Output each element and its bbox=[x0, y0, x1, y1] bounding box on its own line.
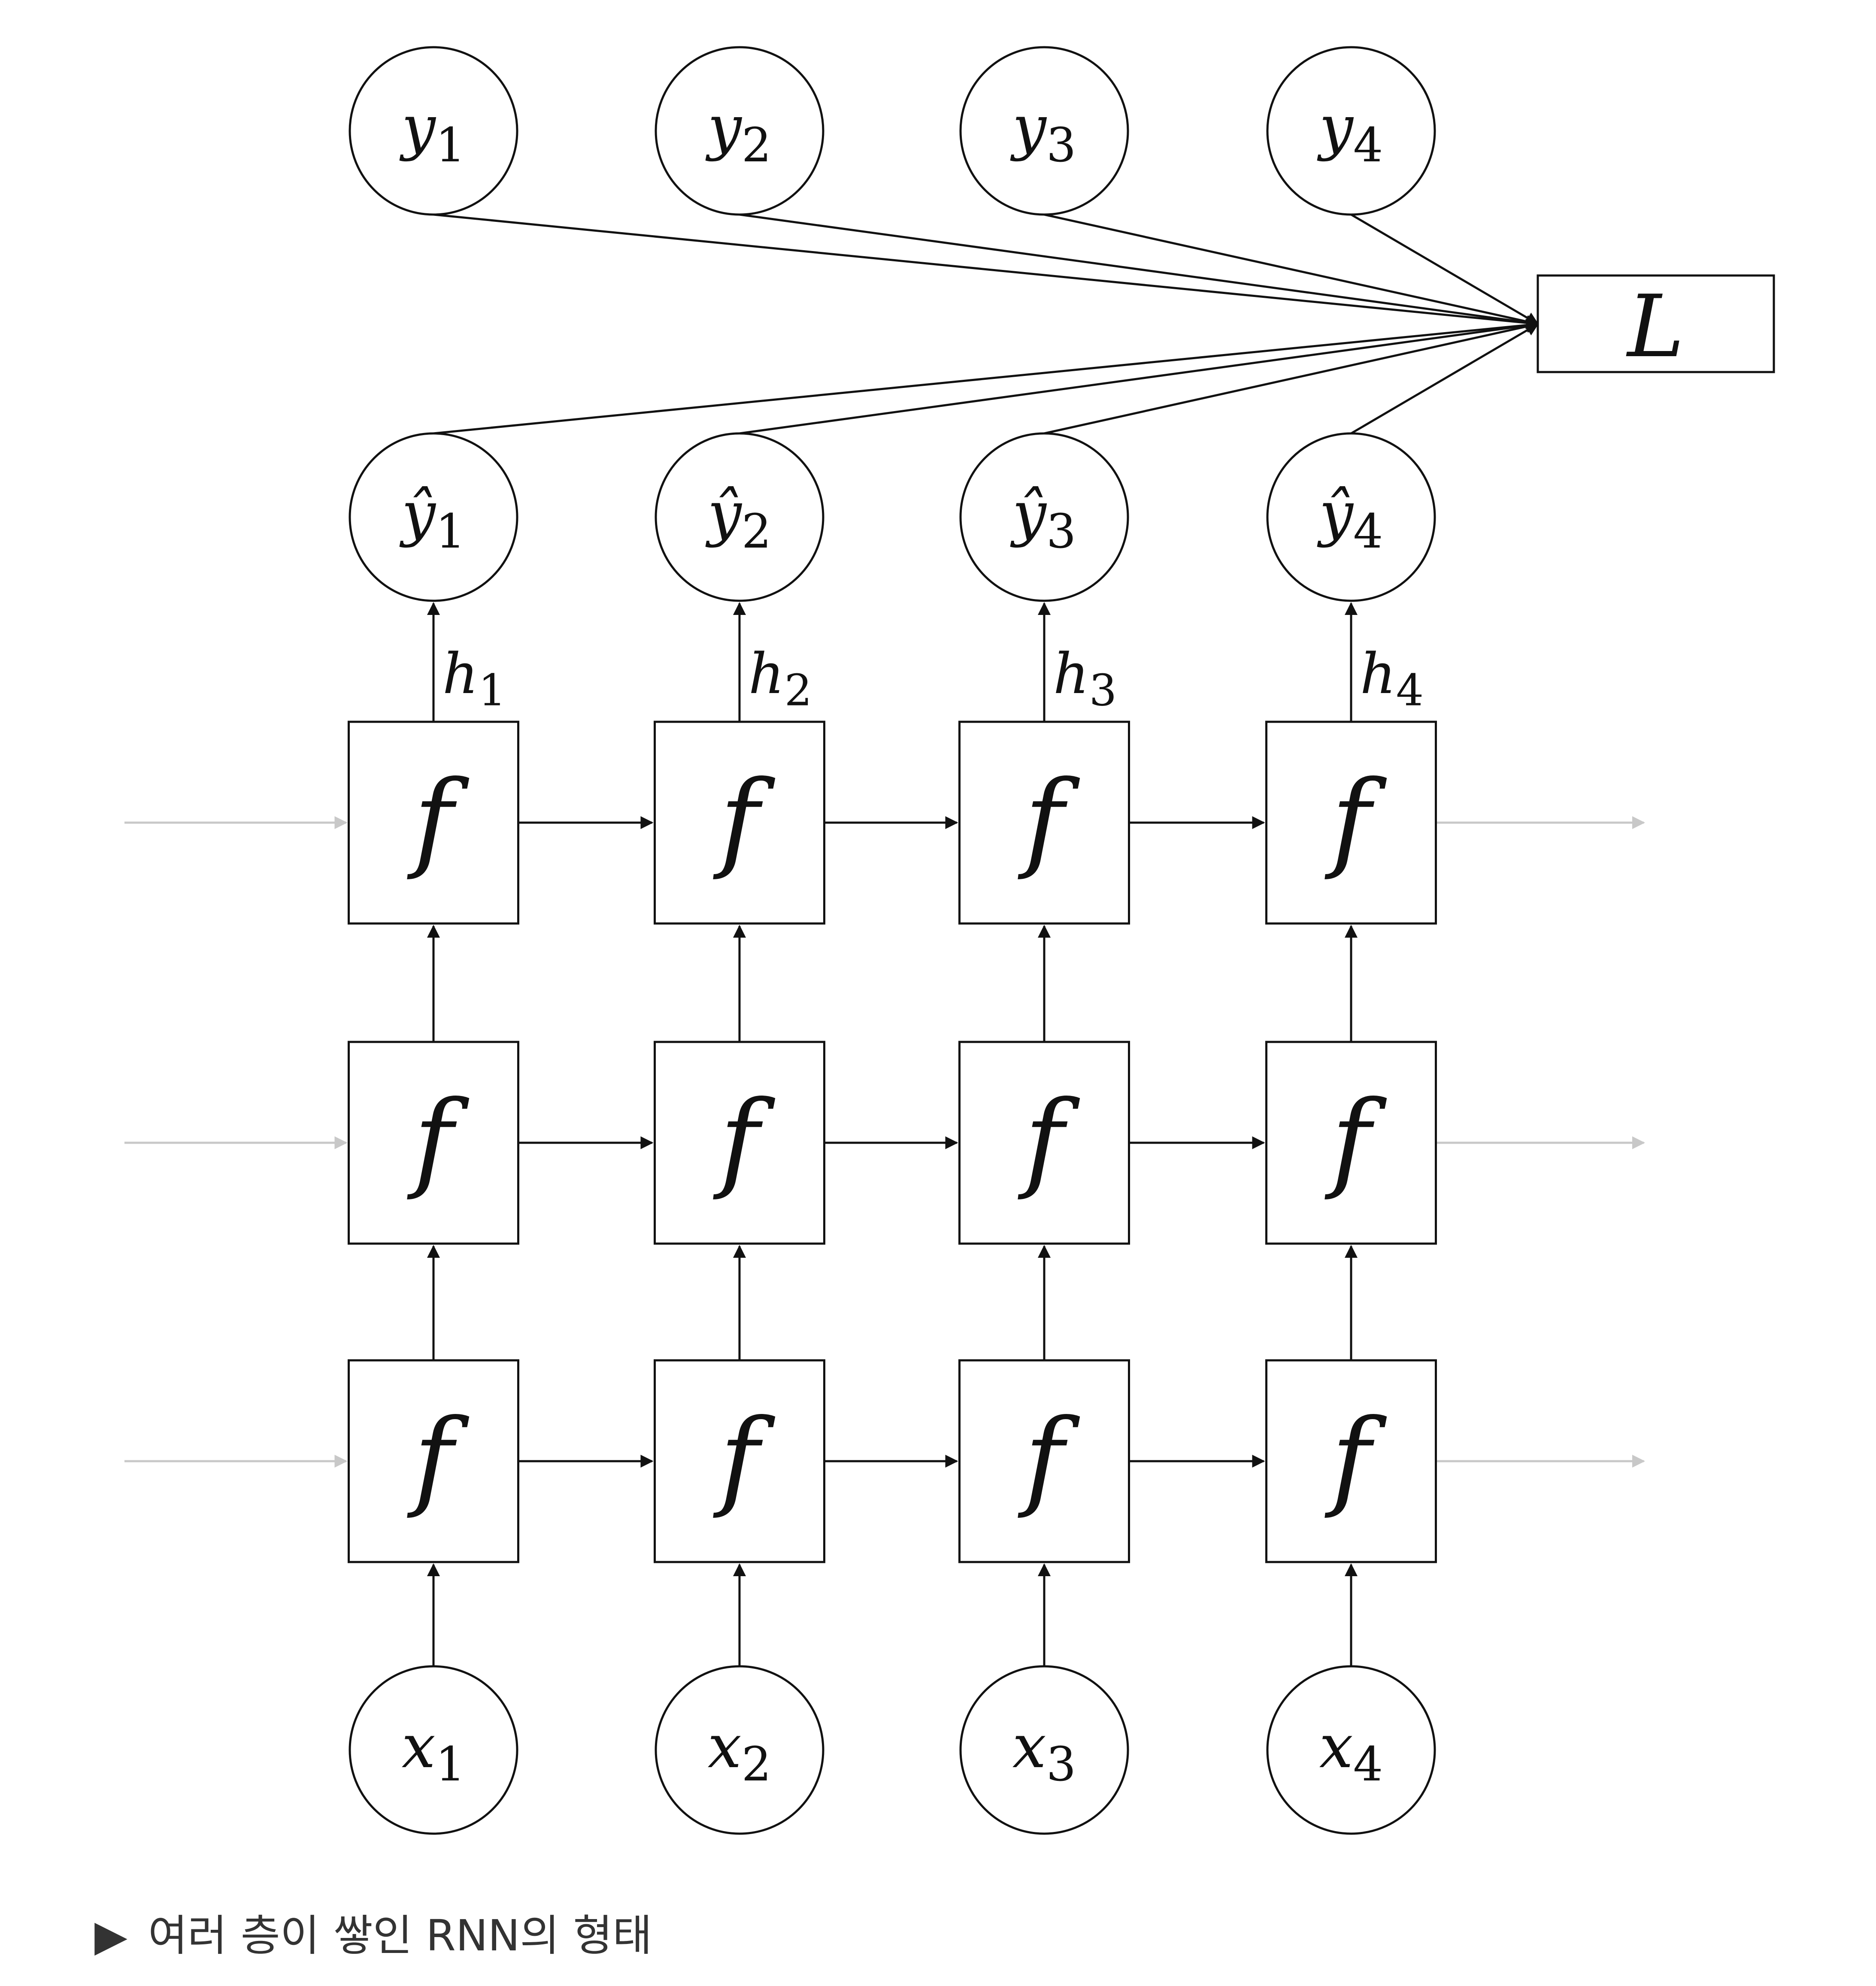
target-label-3: y3 bbox=[1010, 93, 1076, 173]
target-node-3: y3 bbox=[959, 46, 1129, 216]
target-label-1-subscript: 1 bbox=[436, 118, 465, 173]
rnn-cell-layer-3-step-1: f bbox=[348, 1359, 519, 1563]
input-label-4-base: x bbox=[1319, 1712, 1353, 1782]
prediction-label-1: ŷ1 bbox=[399, 479, 466, 559]
hidden-state-label-2-base: h bbox=[749, 641, 785, 706]
rnn-cell-layer-3-step-3: f bbox=[958, 1359, 1130, 1563]
target-label-2-subscript: 2 bbox=[742, 118, 771, 173]
prediction-label-4: ŷ4 bbox=[1317, 479, 1383, 559]
rnn-cell-layer-1-step-4: f bbox=[1265, 721, 1437, 925]
hidden-state-label-4: h4 bbox=[1360, 641, 1424, 716]
input-label-4-subscript: 4 bbox=[1353, 1737, 1383, 1792]
target-to-loss-edge-3 bbox=[1044, 213, 1539, 328]
rnn-cell-layer-2-step-4: f bbox=[1265, 1041, 1437, 1245]
hidden-state-label-1-subscript: 1 bbox=[479, 665, 506, 716]
hidden-state-label-1-base: h bbox=[442, 641, 479, 706]
input-label-3-subscript: 3 bbox=[1046, 1737, 1076, 1792]
target-to-loss-edge-1 bbox=[433, 213, 1539, 330]
prediction-label-4-base: ŷ bbox=[1317, 479, 1354, 549]
rnn-cell-layer-3-step-2: f bbox=[654, 1359, 825, 1563]
prediction-to-loss-edge-4 bbox=[1350, 323, 1539, 435]
caption-marker-icon: ▶ bbox=[94, 1910, 127, 1961]
rnn-cell-layer-1-step-2: f bbox=[654, 721, 825, 925]
prediction-label-2-subscript: 2 bbox=[742, 504, 771, 559]
hidden-state-label-3-base: h bbox=[1053, 641, 1089, 706]
input-label-1: x1 bbox=[402, 1712, 465, 1792]
prediction-label-4-subscript: 4 bbox=[1353, 504, 1383, 559]
prediction-label-1-base: ŷ bbox=[399, 479, 436, 549]
prediction-node-2: ŷ2 bbox=[655, 432, 824, 602]
hidden-state-label-2-subscript: 2 bbox=[785, 665, 812, 716]
rnn-cell-layer-2-step-1: f bbox=[348, 1041, 519, 1245]
target-label-4-subscript: 4 bbox=[1353, 118, 1383, 173]
input-node-1: x1 bbox=[349, 1665, 518, 1835]
target-label-3-base: y bbox=[1010, 93, 1047, 163]
rnn-cell-layer-1-step-1: f bbox=[348, 721, 519, 925]
target-label-3-subscript: 3 bbox=[1046, 118, 1076, 173]
prediction-label-3-subscript: 3 bbox=[1046, 504, 1076, 559]
input-label-1-subscript: 1 bbox=[436, 1737, 465, 1792]
hidden-state-label-3: h3 bbox=[1053, 641, 1117, 716]
rnn-cell-layer-2-step-3: f bbox=[958, 1041, 1130, 1245]
target-label-4-base: y bbox=[1317, 93, 1354, 163]
target-node-2: y2 bbox=[655, 46, 824, 216]
figure-caption: ▶ 여러 층이 쌓인 RNN의 형태 bbox=[94, 1910, 652, 1961]
prediction-label-1-subscript: 1 bbox=[436, 504, 465, 559]
prediction-node-1: ŷ1 bbox=[349, 432, 518, 602]
prediction-node-3: ŷ3 bbox=[959, 432, 1129, 602]
input-label-3-base: x bbox=[1012, 1712, 1046, 1782]
prediction-node-4: ŷ4 bbox=[1266, 432, 1436, 602]
prediction-to-loss-edge-2 bbox=[739, 319, 1539, 435]
target-label-2-base: y bbox=[705, 93, 743, 163]
target-node-1: y1 bbox=[349, 46, 518, 216]
prediction-to-loss-edge-3 bbox=[1044, 320, 1539, 435]
hidden-state-label-2: h2 bbox=[749, 641, 812, 716]
prediction-label-2-base: ŷ bbox=[705, 479, 743, 549]
prediction-label-2: ŷ2 bbox=[705, 479, 772, 559]
prediction-label-3: ŷ3 bbox=[1010, 479, 1076, 559]
prediction-to-loss-edge-1 bbox=[433, 318, 1539, 435]
edges-layer bbox=[124, 213, 1645, 1666]
target-node-4: y4 bbox=[1266, 46, 1436, 216]
prediction-label-3-base: ŷ bbox=[1010, 479, 1047, 549]
loss-label: L bbox=[1626, 277, 1685, 377]
target-label-1-base: y bbox=[399, 93, 436, 163]
target-label-2: y2 bbox=[705, 93, 772, 173]
target-label-4: y4 bbox=[1317, 93, 1383, 173]
rnn-cell-layer-2-step-2: f bbox=[654, 1041, 825, 1245]
input-node-3: x3 bbox=[959, 1665, 1129, 1835]
target-to-loss-edge-2 bbox=[739, 213, 1539, 329]
hidden-state-label-4-base: h bbox=[1360, 641, 1396, 706]
input-label-4: x4 bbox=[1319, 1712, 1383, 1792]
hidden-state-label-4-subscript: 4 bbox=[1396, 665, 1424, 716]
hidden-state-label-3-subscript: 3 bbox=[1089, 665, 1117, 716]
target-to-loss-edge-4 bbox=[1350, 213, 1539, 325]
input-label-1-base: x bbox=[402, 1712, 436, 1782]
rnn-cell-layer-3-step-4: f bbox=[1265, 1359, 1437, 1563]
target-label-1: y1 bbox=[399, 93, 466, 173]
loss-node: L bbox=[1537, 274, 1775, 377]
input-label-2-subscript: 2 bbox=[742, 1737, 771, 1792]
input-node-2: x2 bbox=[655, 1665, 824, 1835]
caption-text: 여러 층이 쌓인 RNN의 형태 bbox=[148, 1910, 652, 1961]
hidden-state-label-1: h1 bbox=[442, 641, 506, 716]
input-label-3: x3 bbox=[1012, 1712, 1076, 1792]
rnn-cell-layer-1-step-3: f bbox=[958, 721, 1130, 925]
input-label-2-base: x bbox=[708, 1712, 742, 1782]
input-node-4: x4 bbox=[1266, 1665, 1436, 1835]
input-label-2: x2 bbox=[708, 1712, 771, 1792]
